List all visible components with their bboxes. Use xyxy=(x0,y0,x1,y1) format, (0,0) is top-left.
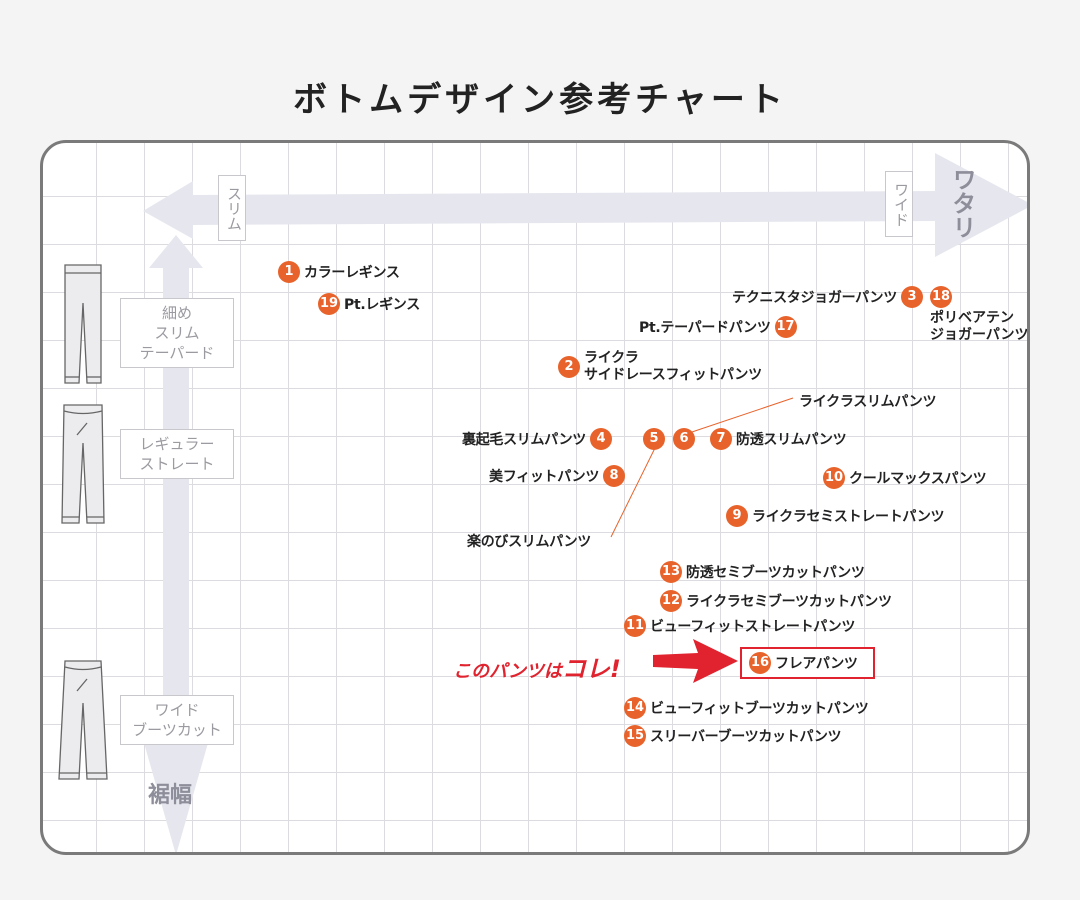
pants-slim-icon xyxy=(64,264,102,384)
slim-label: スリム xyxy=(218,175,246,241)
item-2[interactable]: 2 ライクラ サイドレースフィットパンツ xyxy=(558,350,766,384)
wide-label: ワイド xyxy=(885,171,913,237)
badge-16: 16 xyxy=(749,652,771,674)
badge-13: 13 xyxy=(660,561,682,583)
item-3[interactable]: テクニスタジョガーパンツ 3 xyxy=(728,286,923,308)
item-14[interactable]: 14 ビューフィットブーツカットパンツ xyxy=(624,697,873,719)
callout-text: このパンツはコレ! xyxy=(453,649,621,684)
item-19[interactable]: 19 Pt.レギンス xyxy=(318,293,424,315)
width-axis-arrow xyxy=(143,153,1027,257)
badge-17: 17 xyxy=(774,316,797,338)
badge-7: 7 xyxy=(710,428,732,450)
badge-9: 9 xyxy=(726,505,748,527)
category-slim-tapered: 細め スリム テーパード xyxy=(120,298,234,368)
callout-lead: このパンツは xyxy=(453,661,562,682)
leader-line-5 xyxy=(610,447,656,538)
badge-1: 1 xyxy=(278,261,300,283)
pants-straight-icon xyxy=(61,404,105,524)
width-axis-title: ワタリ xyxy=(948,167,976,239)
badge-3: 3 xyxy=(900,286,923,308)
item-5-label[interactable]: 楽のびスリムパンツ xyxy=(467,534,591,550)
badge-11: 11 xyxy=(624,615,646,637)
item-7[interactable]: 7 防透スリムパンツ xyxy=(710,428,850,450)
badge-10: 10 xyxy=(823,467,845,489)
hem-axis-arrow xyxy=(144,235,208,852)
badge-12: 12 xyxy=(660,590,682,612)
item-6[interactable]: 6 xyxy=(673,428,695,450)
item-11[interactable]: 11 ビューフィットストレートパンツ xyxy=(624,615,859,637)
pants-wide-icon xyxy=(58,660,108,780)
item-4[interactable]: 裏起毛スリムパンツ 4 xyxy=(458,428,612,450)
category-regular-straight: レギュラー ストレート xyxy=(120,429,234,479)
badge-14: 14 xyxy=(624,697,646,719)
badge-5: 5 xyxy=(643,428,665,450)
hem-axis-title: 裾幅 xyxy=(148,783,193,808)
item-10[interactable]: 10 クールマックスパンツ xyxy=(823,467,990,489)
item-18[interactable]: 18 ポリベアテン ジョガーパンツ xyxy=(930,286,1027,344)
chart-graphics xyxy=(58,153,1027,852)
item-1[interactable]: 1 カラーレギンス xyxy=(278,261,404,283)
item-8[interactable]: 美フィットパンツ 8 xyxy=(485,465,626,487)
callout-emphasis: コレ! xyxy=(561,655,621,683)
badge-6: 6 xyxy=(673,428,695,450)
badge-18: 18 xyxy=(930,286,952,308)
badge-4: 4 xyxy=(590,428,612,450)
item-13[interactable]: 13 防透セミブーツカットパンツ xyxy=(660,561,869,583)
badge-2: 2 xyxy=(558,356,580,378)
category-wide-bootcut: ワイド ブーツカット xyxy=(120,695,234,745)
badge-15: 15 xyxy=(624,725,646,747)
page-title: ボトムデザイン参考チャート xyxy=(293,80,787,120)
item-9[interactable]: 9 ライクラセミストレートパンツ xyxy=(726,505,948,527)
item-5[interactable]: 5 xyxy=(643,428,665,450)
item-6-label[interactable]: ライクラスリムパンツ xyxy=(799,394,937,410)
chart-board: スリム ワイド ワタリ 裾幅 細め スリム テーパード レギュラー ストレート … xyxy=(40,140,1030,855)
badge-8: 8 xyxy=(603,465,626,487)
leader-line-6 xyxy=(682,397,794,436)
item-16[interactable]: 16 フレアパンツ xyxy=(749,652,862,674)
item-12[interactable]: 12 ライクラセミブーツカットパンツ xyxy=(660,590,896,612)
item-15[interactable]: 15 スリーバーブーツカットパンツ xyxy=(624,725,845,747)
badge-19: 19 xyxy=(318,293,340,315)
callout-arrow xyxy=(653,639,738,683)
item-17[interactable]: Pt.テーパードパンツ 17 xyxy=(635,316,797,338)
